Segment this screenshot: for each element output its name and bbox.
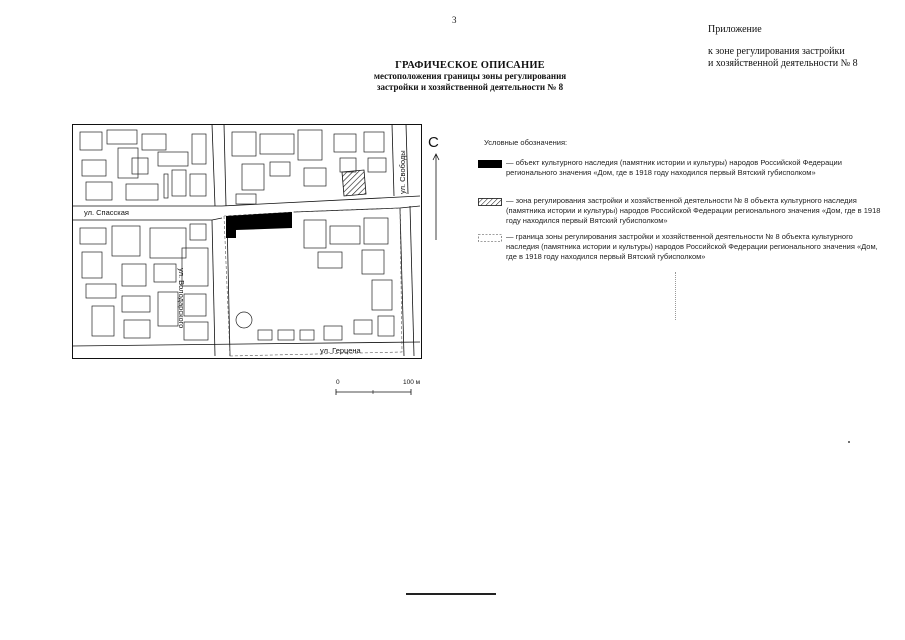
scale-bar: [335, 389, 412, 395]
scan-dot: [848, 441, 850, 443]
heading-block: ГРАФИЧЕСКОЕ ОПИСАНИЕ местоположения гран…: [330, 60, 610, 93]
appendix-line-2: и хозяйственной деятельности № 8: [708, 58, 858, 69]
north-label: С: [428, 134, 439, 151]
legend-text: — объект культурного наследия (памятник …: [506, 158, 842, 177]
street-label-svobody: ул. Свободы: [398, 150, 407, 194]
legend-text: — зона регулирования застройки и хозяйст…: [506, 196, 881, 225]
street-label-spasskaya: ул. Спасская: [84, 208, 129, 217]
page-number: 3: [452, 15, 457, 25]
legend-swatch-black: [478, 160, 502, 168]
heading-line-1: местоположения границы зоны регулировани…: [373, 71, 567, 81]
appendix-line-1: к зоне регулирования застройки: [708, 46, 845, 57]
appendix-title: Приложение: [708, 24, 762, 35]
street-label-volodarskogo: ул. Володарского: [177, 268, 186, 329]
heritage-object: [226, 212, 292, 238]
north-arrow-icon: [432, 153, 440, 240]
heading-line-2: застройки и хозяйственной деятельности №…: [376, 82, 564, 92]
site-plan-map: [72, 124, 422, 359]
building-outlines: [79, 129, 395, 341]
scan-mark: [675, 272, 676, 320]
footer-rule: [406, 593, 496, 595]
scale-start: 0: [336, 379, 340, 386]
zone-boundary-line: [223, 207, 403, 357]
legend-title: Условные обозначения:: [484, 138, 568, 147]
legend-swatch-boundary: [478, 234, 502, 242]
heading-title: ГРАФИЧЕСКОЕ ОПИСАНИЕ: [395, 60, 545, 71]
map-frame: [72, 124, 422, 359]
street-label-gertsena: ул. Герцена: [320, 346, 361, 355]
zone-hatched-area: [341, 169, 367, 197]
scale-end: 100 м: [403, 379, 421, 386]
legend-swatch-hatched: [478, 198, 502, 206]
legend-text: — граница зоны регулирования застройки и…: [506, 232, 878, 261]
